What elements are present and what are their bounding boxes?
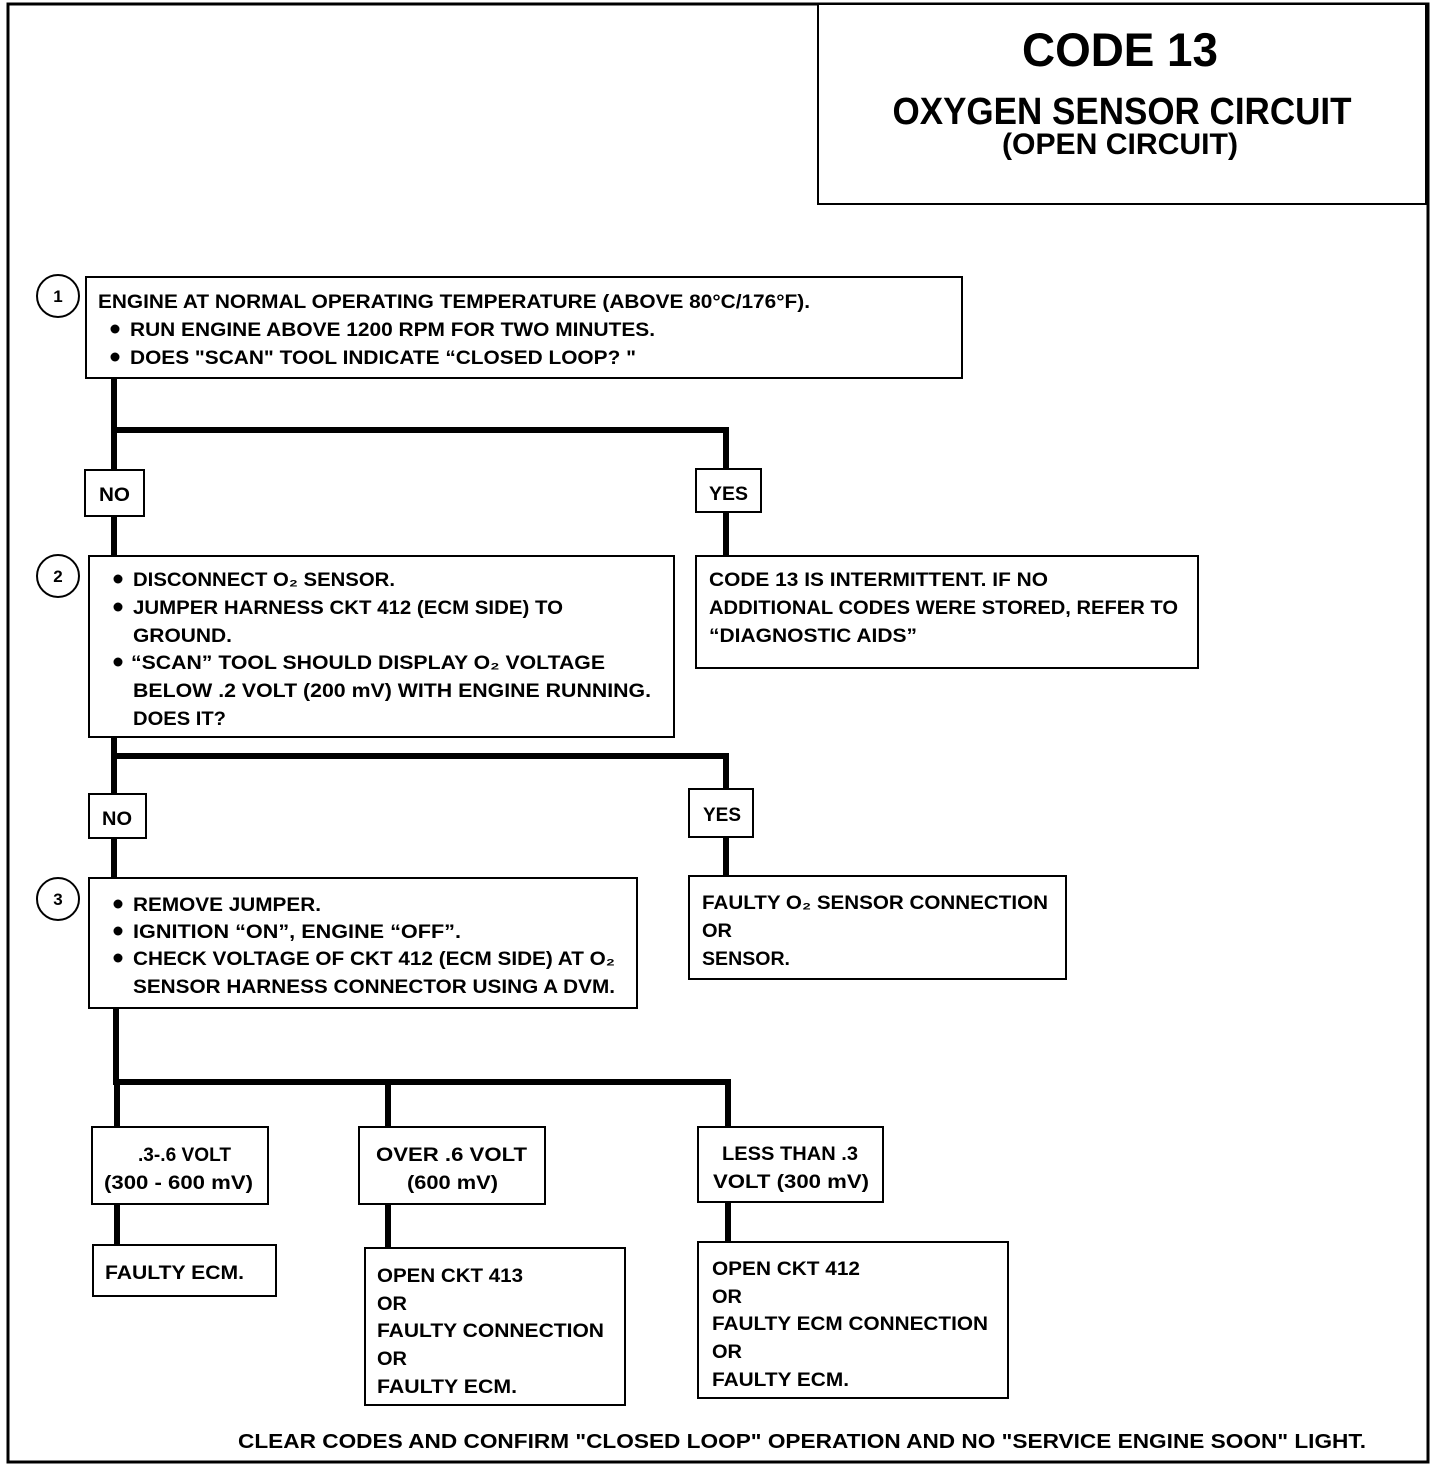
outcome-faulty-sensor-line-1: FAULTY O₂ SENSOR CONNECTION [702, 893, 1048, 914]
bullet-icon [113, 899, 123, 909]
step-2-box [88, 555, 675, 738]
bullet-icon [113, 657, 123, 667]
branch-high-voltage-result-line-4: OR [377, 1349, 407, 1370]
step-2-line-1: DISCONNECT O₂ SENSOR. [133, 570, 395, 591]
bullet-icon [110, 324, 120, 334]
step-1-line-3: DOES "SCAN" TOOL INDICATE “CLOSED LOOP? … [130, 348, 636, 369]
branch-low-voltage-result-line-2: OR [712, 1287, 742, 1308]
branch-low-voltage-result-line-3: FAULTY ECM CONNECTION [712, 1314, 988, 1335]
outcome-faulty-sensor-box [688, 875, 1067, 980]
branch-high-voltage-result-line-1: OPEN CKT 413 [377, 1266, 523, 1287]
branch-low-voltage-reading-line-1: LESS THAN .3 [722, 1144, 858, 1165]
step-1-number-circle [36, 274, 80, 318]
bullet-icon [110, 352, 120, 362]
step-3-line-3: CHECK VOLTAGE OF CKT 412 (ECM SIDE) AT O… [133, 949, 615, 970]
connectors [111, 378, 731, 1248]
branch-low-voltage-result-line-1: OPEN CKT 412 [712, 1259, 860, 1280]
bullet-icon [113, 926, 123, 936]
step-1-box [85, 276, 963, 379]
no-label-box [88, 793, 147, 839]
title-block: CODE 13 OXYGEN SENSOR CIRCUIT (OPEN CIRC… [817, 3, 1427, 205]
branch-mid-voltage: .3-.6 VOLT (300 - 600 mV) FAULTY ECM. [91, 1126, 277, 1297]
branch-mid-voltage-reading-box [91, 1126, 269, 1205]
outcome-intermittent-line-2: ADDITIONAL CODES WERE STORED, REFER TO [709, 598, 1178, 619]
step-2-branch-no: NO [88, 793, 147, 839]
step-3-number: 3 [53, 890, 62, 909]
step-1: 1 ENGINE AT NORMAL OPERATING TEMPERATURE… [36, 274, 963, 379]
yes-label: YES [709, 484, 748, 505]
branch-low-voltage: LESS THAN .3 VOLT (300 mV) OPEN CKT 412 … [697, 1126, 1009, 1399]
circuit-condition: (OPEN CIRCUIT) [1002, 128, 1238, 161]
step-2-line-6: DOES IT? [133, 709, 226, 730]
no-label: NO [99, 485, 130, 506]
step-2-number-circle [36, 554, 80, 598]
branch-high-voltage-reading-line-1: OVER .6 VOLT [376, 1145, 527, 1166]
outcome-intermittent-line-3: “DIAGNOSTIC AIDS” [709, 626, 917, 647]
step-2-line-4: “SCAN” TOOL SHOULD DISPLAY O₂ VOLTAGE [131, 653, 605, 674]
step-3-box [88, 877, 638, 1009]
page-frame [6, 2, 1430, 1464]
step-2-line-2: JUMPER HARNESS CKT 412 (ECM SIDE) TO [133, 598, 563, 619]
step-1-branch-no: NO [84, 469, 145, 517]
branch-high-voltage-reading-line-2: (600 mV) [407, 1173, 498, 1194]
footer-instruction: CLEAR CODES AND CONFIRM "CLOSED LOOP" OP… [238, 1431, 1366, 1453]
branch-low-voltage-result-line-4: OR [712, 1342, 742, 1363]
yes-label-box [688, 788, 754, 838]
branch-high-voltage-reading-box [358, 1126, 546, 1205]
bullet-icon [113, 574, 123, 584]
branch-high-voltage-result-box [364, 1247, 626, 1406]
outcome-faulty-sensor-line-2: OR [702, 921, 732, 942]
outcome-faulty-sensor: FAULTY O₂ SENSOR CONNECTION OR SENSOR. [688, 875, 1067, 980]
no-label: NO [102, 809, 132, 830]
yes-label: YES [703, 805, 741, 826]
no-label-box [84, 469, 145, 517]
branch-high-voltage-result-line-2: OR [377, 1294, 407, 1315]
code-number: CODE 13 [1022, 23, 1218, 76]
branch-high-voltage: OVER .6 VOLT (600 mV) OPEN CKT 413 OR FA… [358, 1126, 626, 1406]
branch-low-voltage-result-box [697, 1241, 1009, 1399]
branch-low-voltage-reading-line-2: VOLT (300 mV) [713, 1172, 869, 1193]
branch-mid-voltage-result-line-1: FAULTY ECM. [105, 1263, 244, 1284]
outcome-intermittent: CODE 13 IS INTERMITTENT. IF NO ADDITIONA… [695, 555, 1199, 669]
step-3: 3 REMOVE JUMPER. IGNITION “ON”, ENGINE “… [36, 877, 638, 1009]
step-1-branch-yes: YES [695, 468, 762, 513]
step-3-number-circle [36, 877, 80, 921]
step-2-line-5: BELOW .2 VOLT (200 mV) WITH ENGINE RUNNI… [133, 681, 651, 702]
branch-high-voltage-result-line-5: FAULTY ECM. [377, 1377, 517, 1398]
bullet-icon [113, 953, 123, 963]
branch-mid-voltage-result-box [92, 1244, 277, 1297]
yes-label-box [695, 468, 762, 513]
step-3-line-2: IGNITION “ON”, ENGINE “OFF”. [133, 922, 461, 943]
step-1-number: 1 [53, 287, 62, 306]
step-2-number: 2 [53, 567, 62, 586]
step-3-line-1: REMOVE JUMPER. [133, 895, 321, 916]
circuit-name: OXYGEN SENSOR CIRCUIT [893, 91, 1352, 133]
title-box [817, 3, 1427, 205]
branch-mid-voltage-reading-line-2: (300 - 600 mV) [104, 1173, 253, 1194]
step-2: 2 DISCONNECT O₂ SENSOR. JUMPER HARNESS C… [36, 554, 675, 738]
outcome-intermittent-line-1: CODE 13 IS INTERMITTENT. IF NO [709, 570, 1048, 591]
step-1-line-2: RUN ENGINE ABOVE 1200 RPM FOR TWO MINUTE… [130, 320, 655, 341]
outcome-faulty-sensor-line-3: SENSOR. [702, 949, 790, 970]
step-2-branch-yes: YES [688, 788, 754, 838]
step-2-line-3: GROUND. [133, 626, 232, 647]
branch-low-voltage-reading-box [697, 1126, 884, 1203]
branch-low-voltage-result-line-5: FAULTY ECM. [712, 1370, 849, 1391]
step-1-line-1: ENGINE AT NORMAL OPERATING TEMPERATURE (… [98, 292, 810, 313]
bullet-icon [113, 602, 123, 612]
branch-mid-voltage-reading-line-1: .3-.6 VOLT [138, 1145, 231, 1166]
outcome-intermittent-box [695, 555, 1199, 669]
step-3-line-4: SENSOR HARNESS CONNECTOR USING A DVM. [133, 977, 615, 998]
branch-high-voltage-result-line-3: FAULTY CONNECTION [377, 1321, 604, 1342]
